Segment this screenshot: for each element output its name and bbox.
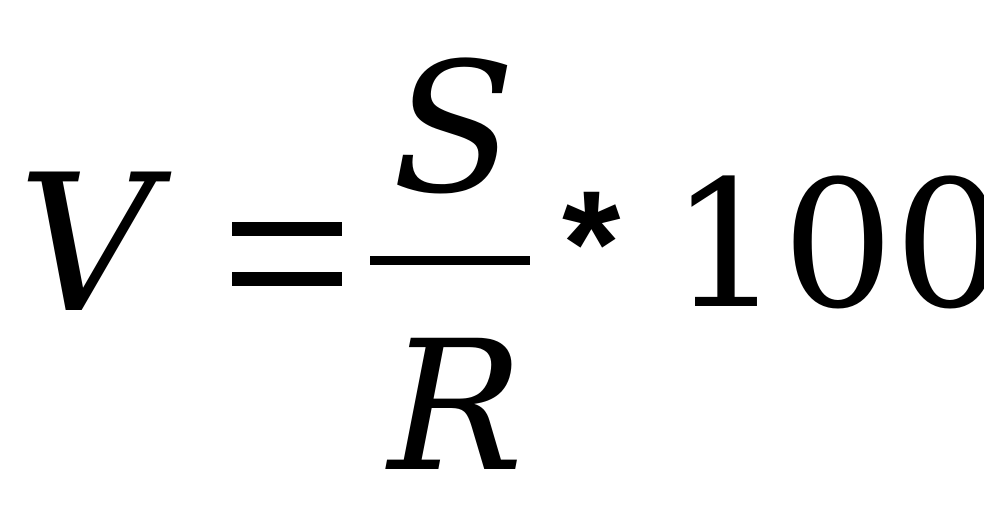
fraction-bar (370, 256, 530, 265)
fraction-numerator: S (392, 25, 516, 234)
multiply-operator: * (562, 159, 621, 327)
equals-sign-top-bar (232, 222, 342, 236)
multiplier-value: 100 (670, 143, 984, 348)
variable-v: V (18, 134, 156, 355)
fraction-denominator: R (388, 303, 524, 512)
equals-sign-bottom-bar (232, 272, 342, 286)
